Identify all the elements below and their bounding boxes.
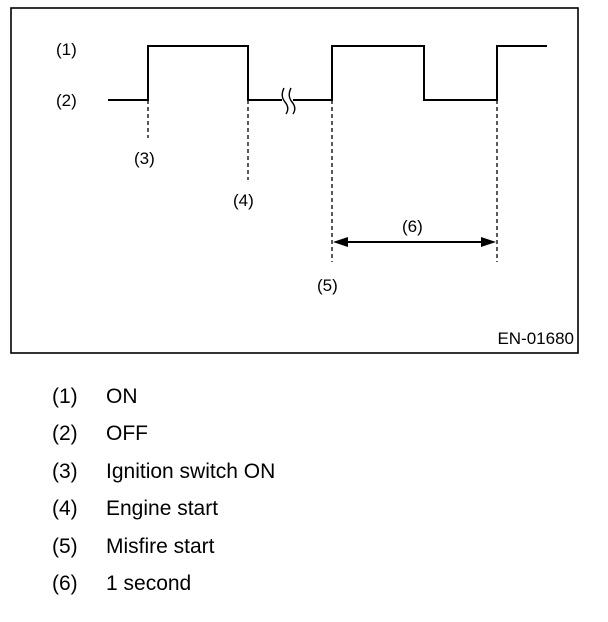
label-off-level: (2) bbox=[56, 91, 77, 110]
legend-number: (4) bbox=[52, 497, 78, 521]
legend-number: (3) bbox=[52, 459, 78, 483]
label-misfire-start: (5) bbox=[317, 276, 338, 295]
signal-waveform-part1 bbox=[108, 45, 282, 101]
legend-text: Ignition switch ON bbox=[106, 459, 276, 483]
legend-item: (6) 1 second bbox=[52, 566, 275, 604]
figure-code: EN-01680 bbox=[497, 329, 574, 348]
legend-number: (2) bbox=[52, 422, 78, 446]
signal-waveform-part2 bbox=[293, 45, 547, 101]
label-ignition: (3) bbox=[134, 149, 155, 168]
interval-arrow-head-right bbox=[481, 237, 496, 247]
legend-item: (4) Engine start bbox=[52, 491, 275, 529]
legend-number: (1) bbox=[52, 384, 78, 408]
legend-number: (5) bbox=[52, 534, 78, 558]
label-engine-start: (4) bbox=[233, 191, 254, 210]
legend-text: Misfire start bbox=[106, 534, 215, 558]
timing-diagram: (1) (2) (3) (4) (5) (6) EN-01680 bbox=[10, 7, 579, 354]
legend-item: (2) OFF bbox=[52, 416, 275, 454]
label-interval: (6) bbox=[402, 217, 423, 236]
figure-frame bbox=[10, 7, 579, 354]
legend-text: ON bbox=[106, 384, 138, 408]
legend-list: (1) ON (2) OFF (3) Ignition switch ON (4… bbox=[52, 378, 275, 603]
legend-item: (3) Ignition switch ON bbox=[52, 453, 275, 491]
legend-number: (6) bbox=[52, 572, 78, 596]
legend-text: OFF bbox=[106, 422, 148, 446]
legend-item: (5) Misfire start bbox=[52, 528, 275, 566]
legend-text: Engine start bbox=[106, 497, 219, 521]
legend-text: 1 second bbox=[106, 572, 192, 596]
interval-arrow-head-left bbox=[333, 237, 348, 247]
label-on-level: (1) bbox=[56, 40, 77, 59]
legend-item: (1) ON bbox=[52, 378, 275, 416]
time-break-symbol bbox=[281, 87, 296, 115]
